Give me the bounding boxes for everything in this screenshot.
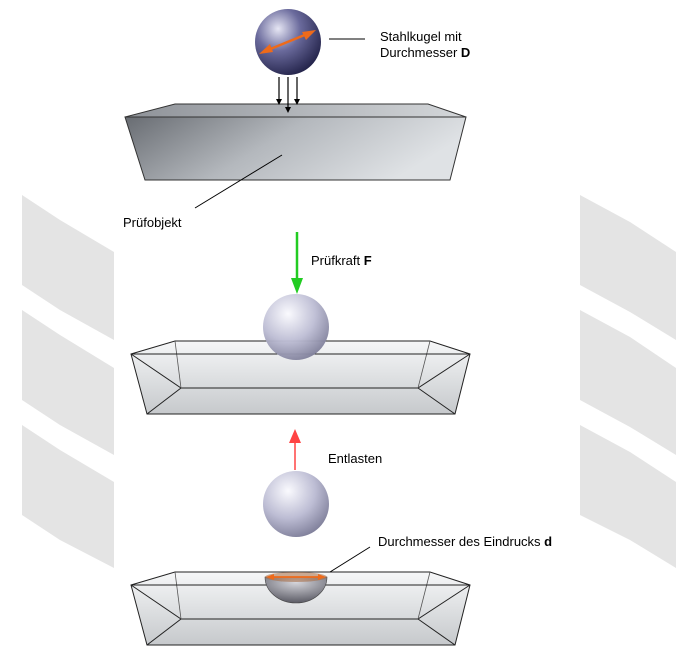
specimen-2-edge-a — [146, 387, 182, 415]
pressed-ball — [263, 294, 329, 360]
specimen-2-edges — [130, 353, 471, 389]
indent-label: Durchmesser des Eindrucks d — [378, 534, 552, 549]
specimen-leader-line — [194, 154, 283, 209]
force-arrow-icon — [291, 232, 303, 294]
specimen-2-back-a — [174, 340, 182, 389]
chevron-right-column — [580, 195, 676, 568]
ball-label-line1: Stahlkugel mit — [380, 29, 462, 44]
specimen-front-face — [124, 116, 467, 181]
diameter-arrow-icon — [259, 30, 316, 54]
chevron-right-3 — [580, 425, 676, 568]
load-arrows — [276, 77, 300, 113]
specimen-label: Prüfobjekt — [123, 215, 182, 230]
lifted-ball — [263, 471, 329, 537]
stage-1: Stahlkugel mit Durchmesser D Prüfobjekt — [123, 9, 470, 230]
specimen-2-edge-b — [417, 387, 456, 415]
specimen-2-back-b — [417, 340, 431, 389]
force-label: Prüfkraft F — [311, 253, 372, 268]
specimen-3-edges — [130, 584, 471, 620]
unload-label: Entlasten — [328, 451, 382, 466]
stage-2: Prüfkraft F — [130, 232, 471, 415]
indent-diameter-arrow-icon — [266, 574, 326, 580]
indentation — [264, 576, 328, 604]
chevron-left-2 — [22, 310, 114, 455]
ball-label-line2: Durchmesser D — [380, 45, 470, 60]
specimen-3-back-a — [174, 571, 182, 620]
specimen-3-edge-a — [146, 618, 182, 646]
stage-3: Entlasten Durchmesser des Eindrucks d — [130, 429, 552, 646]
chevron-left-3 — [22, 425, 114, 568]
chevron-right-2 — [580, 310, 676, 455]
chevron-left-1 — [22, 195, 114, 340]
specimen-3-edge-b — [417, 618, 456, 646]
chevron-right-1 — [580, 195, 676, 340]
specimen-top-face — [124, 103, 467, 118]
indent-leader-line — [329, 546, 371, 573]
unload-arrow-icon — [289, 429, 301, 470]
specimen-3-back-b — [417, 571, 431, 620]
chevron-left-column — [22, 195, 114, 568]
